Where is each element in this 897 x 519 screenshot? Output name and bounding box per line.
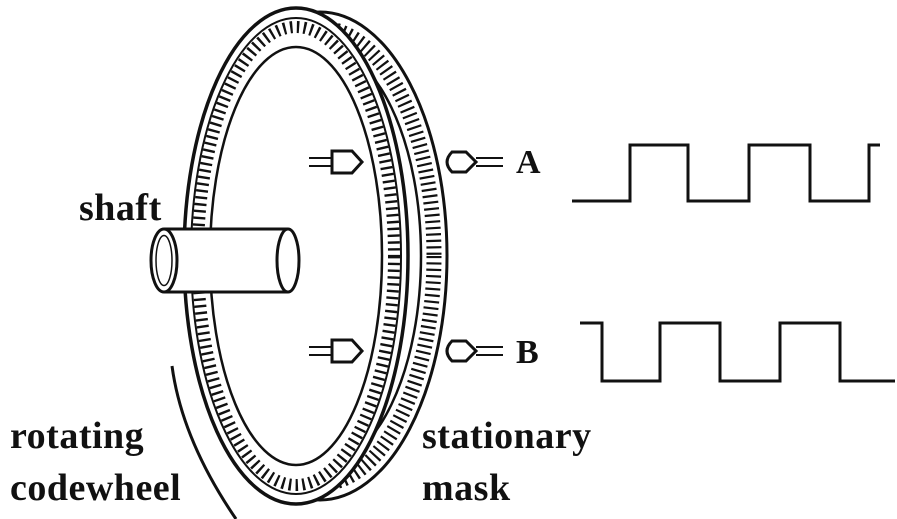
channel-b-label: B [516, 334, 539, 371]
stationary-label-line1: stationary [422, 415, 592, 457]
rotating-label-line1: rotating [10, 415, 144, 457]
shaft-label: shaft [79, 187, 162, 229]
rotating-label-line2: codewheel [10, 467, 181, 509]
waveform-b [580, 323, 895, 381]
channel-a-label: A [516, 144, 541, 181]
photo-detector-icon [447, 152, 503, 172]
photo-detector-icon [447, 341, 503, 361]
shaft-cylinder [151, 229, 299, 292]
stationary-label-line2: mask [422, 467, 511, 509]
waveform-a [572, 145, 880, 201]
